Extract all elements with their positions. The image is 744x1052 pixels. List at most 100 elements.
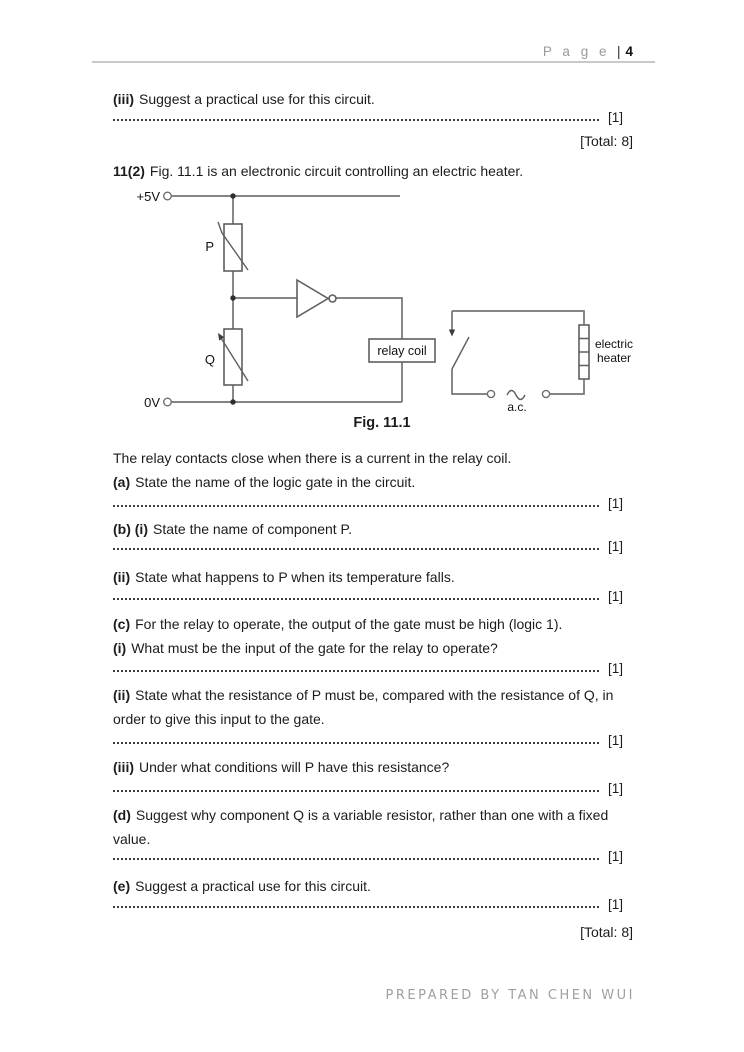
part-text: State what the resistance of P must be, … [135,687,614,703]
ac-sine-symbol [506,389,526,401]
question-line-a: (a)State the name of the logic gate in t… [113,472,643,492]
question-line-b-i: (b) (i)State the name of component P. [113,519,643,539]
part-text: State what happens to P when its tempera… [135,569,455,585]
part-label: (iii) [113,91,134,107]
question-heading: 11(2)Fig. 11.1 is an electronic circuit … [113,161,643,181]
not-gate-bubble [328,294,337,303]
part-text: What must be the input of the gate for t… [131,640,498,656]
part-label: (ii) [113,687,131,703]
circuit-figure: +5V 0V P Q relay coil a.c. [137,189,634,414]
supply-positive-label: +5V [137,189,161,204]
answer-line: [1] [113,586,623,604]
mark-1: [1] [607,110,623,125]
mark-1: [1] [607,661,623,676]
question-intro: Fig. 11.1 is an electronic circuit contr… [149,163,524,179]
ac-label: a.c. [507,400,526,414]
dotted-leader [113,670,599,672]
junction-dot [230,193,236,199]
mark-1: [1] [607,589,623,604]
part-text: State the name of the logic gate in the … [135,474,416,490]
footer-credit: PREPARED BY TAN CHEN WUI [385,988,635,1003]
question-statement: The relay contacts close when there is a… [113,450,512,466]
question-line-d-cont: value. [113,831,151,847]
answer-line: [1] [113,536,623,554]
total-marks: [Total: 8] [580,924,633,940]
ac-terminal-right [541,389,551,399]
dotted-leader [113,742,599,744]
answer-line: [1] [113,658,623,676]
ac-terminal-left [486,389,496,399]
part-label: (e) [113,878,131,894]
junction-dot [230,295,236,301]
supply-zero-terminal [162,397,172,407]
relay-contact-arrowhead [448,329,456,337]
mark-1: [1] [607,496,623,511]
dotted-leader [113,790,599,792]
not-gate-triangle [296,278,330,319]
variable-resistor-q-stroke [220,337,249,382]
answer-line: [1] [113,894,623,912]
dotted-leader [113,119,599,121]
question-line-d: (d)Suggest why component Q is a variable… [113,805,643,825]
answer-line: [1] [113,107,623,125]
part-text: Under what conditions will P have this r… [139,759,450,775]
question-line-c-ii: (ii)State what the resistance of P must … [113,685,643,705]
part-text: Suggest why component Q is a variable re… [135,807,609,823]
part-label: (d) [113,807,131,823]
question-line-c-iii: (iii) Under what conditions will P have t… [113,757,643,777]
answer-line: [1] [113,730,623,748]
mark-1: [1] [607,733,623,748]
page-word: P a g e [542,44,610,59]
part-label: (b) (i) [113,521,148,537]
heater-segments [579,337,589,367]
heater-label-line1: electric [595,337,633,351]
dotted-leader [113,598,599,600]
circuit-wires-left [171,195,403,403]
relay-coil-label: relay coil [377,344,426,358]
supply-zero-label: 0V [144,395,160,410]
question-line-c-ii-cont: order to give this input to the gate. [113,711,325,727]
mark-1: [1] [607,897,623,912]
part-text: State the name of component P. [152,521,352,537]
mark-1: [1] [607,539,623,554]
mark-1: [1] [607,781,623,796]
question-line-b-ii: (ii)State what happens to P when its tem… [113,567,643,587]
part-label: (c) [113,616,131,632]
mark-1: [1] [607,849,623,864]
part-label: (iii) [113,759,134,775]
component-p-label: P [205,239,214,254]
question-line-c: (c)For the relay to operate, the output … [113,614,643,634]
component-q-label: Q [205,352,215,367]
part-text: Suggest a practical use for this circuit… [139,91,375,107]
part-text: Suggest a practical use for this circuit… [135,878,371,894]
dotted-leader [113,858,599,860]
answer-line: [1] [113,846,623,864]
part-label: (ii) [113,569,131,585]
answer-line: [1] [113,493,623,511]
page-number: 4 [625,44,633,59]
answer-line: [1] [113,778,623,796]
part-label: (i) [113,640,127,656]
circuit-wires-right [451,310,585,395]
question-line-prev-iii: (iii) Suggest a practical use for this ci… [113,89,643,109]
relay-coil-box [368,338,436,363]
supply-positive-terminal [162,191,172,201]
dotted-leader [113,505,599,507]
figure-caption: Fig. 11.1 [353,415,411,431]
variable-resistor-arrowhead [218,333,225,341]
header-rule [92,61,655,63]
page-separator: | [616,44,621,59]
junction-dot [230,399,236,405]
question-number: 11(2) [113,163,145,179]
page-header: P a g e | 4 [543,44,633,59]
part-text: For the relay to operate, the output of … [135,616,563,632]
total-marks-prev: [Total: 8] [580,133,633,149]
heater-label-line2: heater [597,351,631,365]
relay-contact-blade [451,336,470,370]
thermistor-p-stroke [217,221,249,271]
question-line-c-i: (i) What must be the input of the gate fo… [113,638,643,658]
dotted-leader [113,548,599,550]
question-line-e: (e)Suggest a practical use for this circ… [113,876,643,896]
dotted-leader [113,906,599,908]
